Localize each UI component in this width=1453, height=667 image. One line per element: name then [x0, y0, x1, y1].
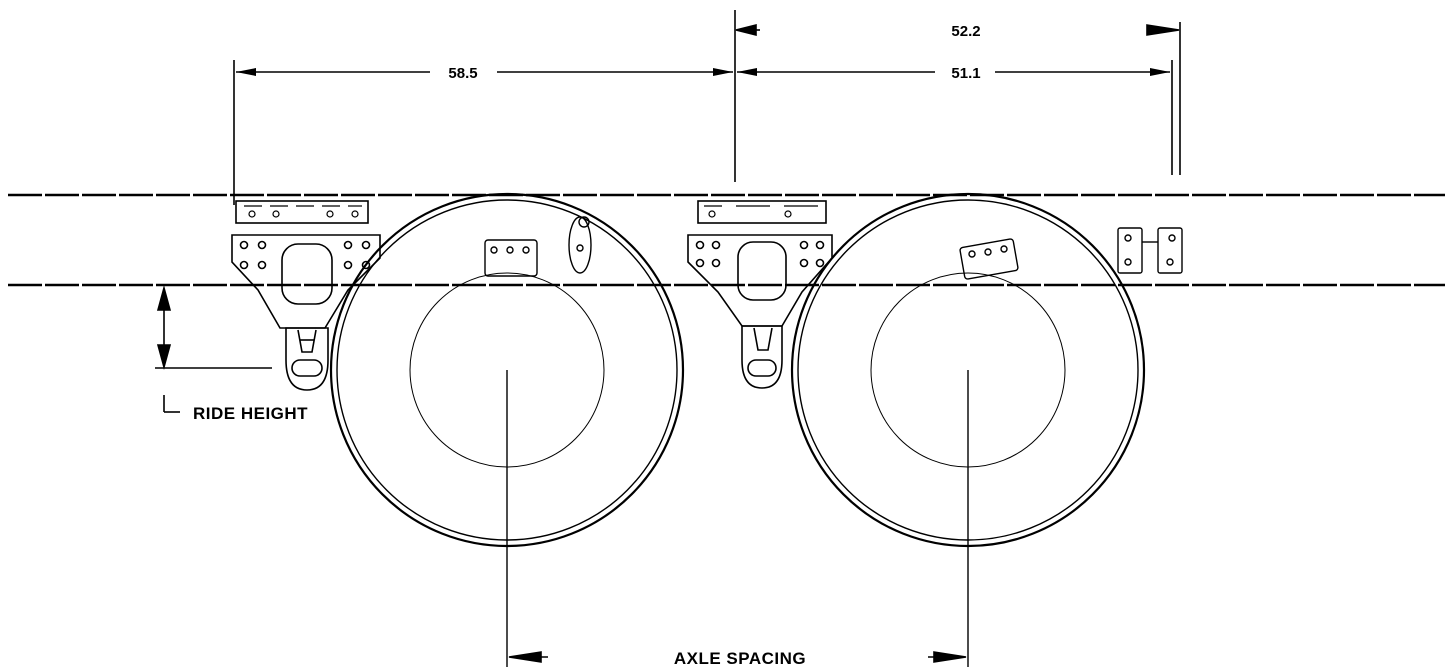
rear-axle-bracket: [959, 238, 1019, 280]
front-axle-bracket: [484, 239, 538, 277]
dimension-overall-label: 52.2: [951, 23, 980, 40]
ride-height-label: RIDE HEIGHT: [193, 404, 308, 423]
axle-spacing-dimension: [508, 651, 967, 663]
axle-spacing-label: AXLE SPACING: [674, 649, 806, 667]
dimension-front-label: 58.5: [448, 65, 477, 82]
middle-hanger: [687, 200, 833, 389]
front-hanger: [231, 200, 381, 391]
shock-mount: [568, 216, 592, 274]
axle-centerlines: [506, 370, 969, 667]
frame-rail: [8, 193, 1445, 287]
rear-bracket: [1117, 227, 1183, 274]
dimension-overall: [734, 10, 1181, 182]
dimension-rear-label: 51.1: [951, 65, 980, 82]
ride-height-dimension: [155, 284, 272, 413]
dimension-front: [233, 60, 733, 205]
